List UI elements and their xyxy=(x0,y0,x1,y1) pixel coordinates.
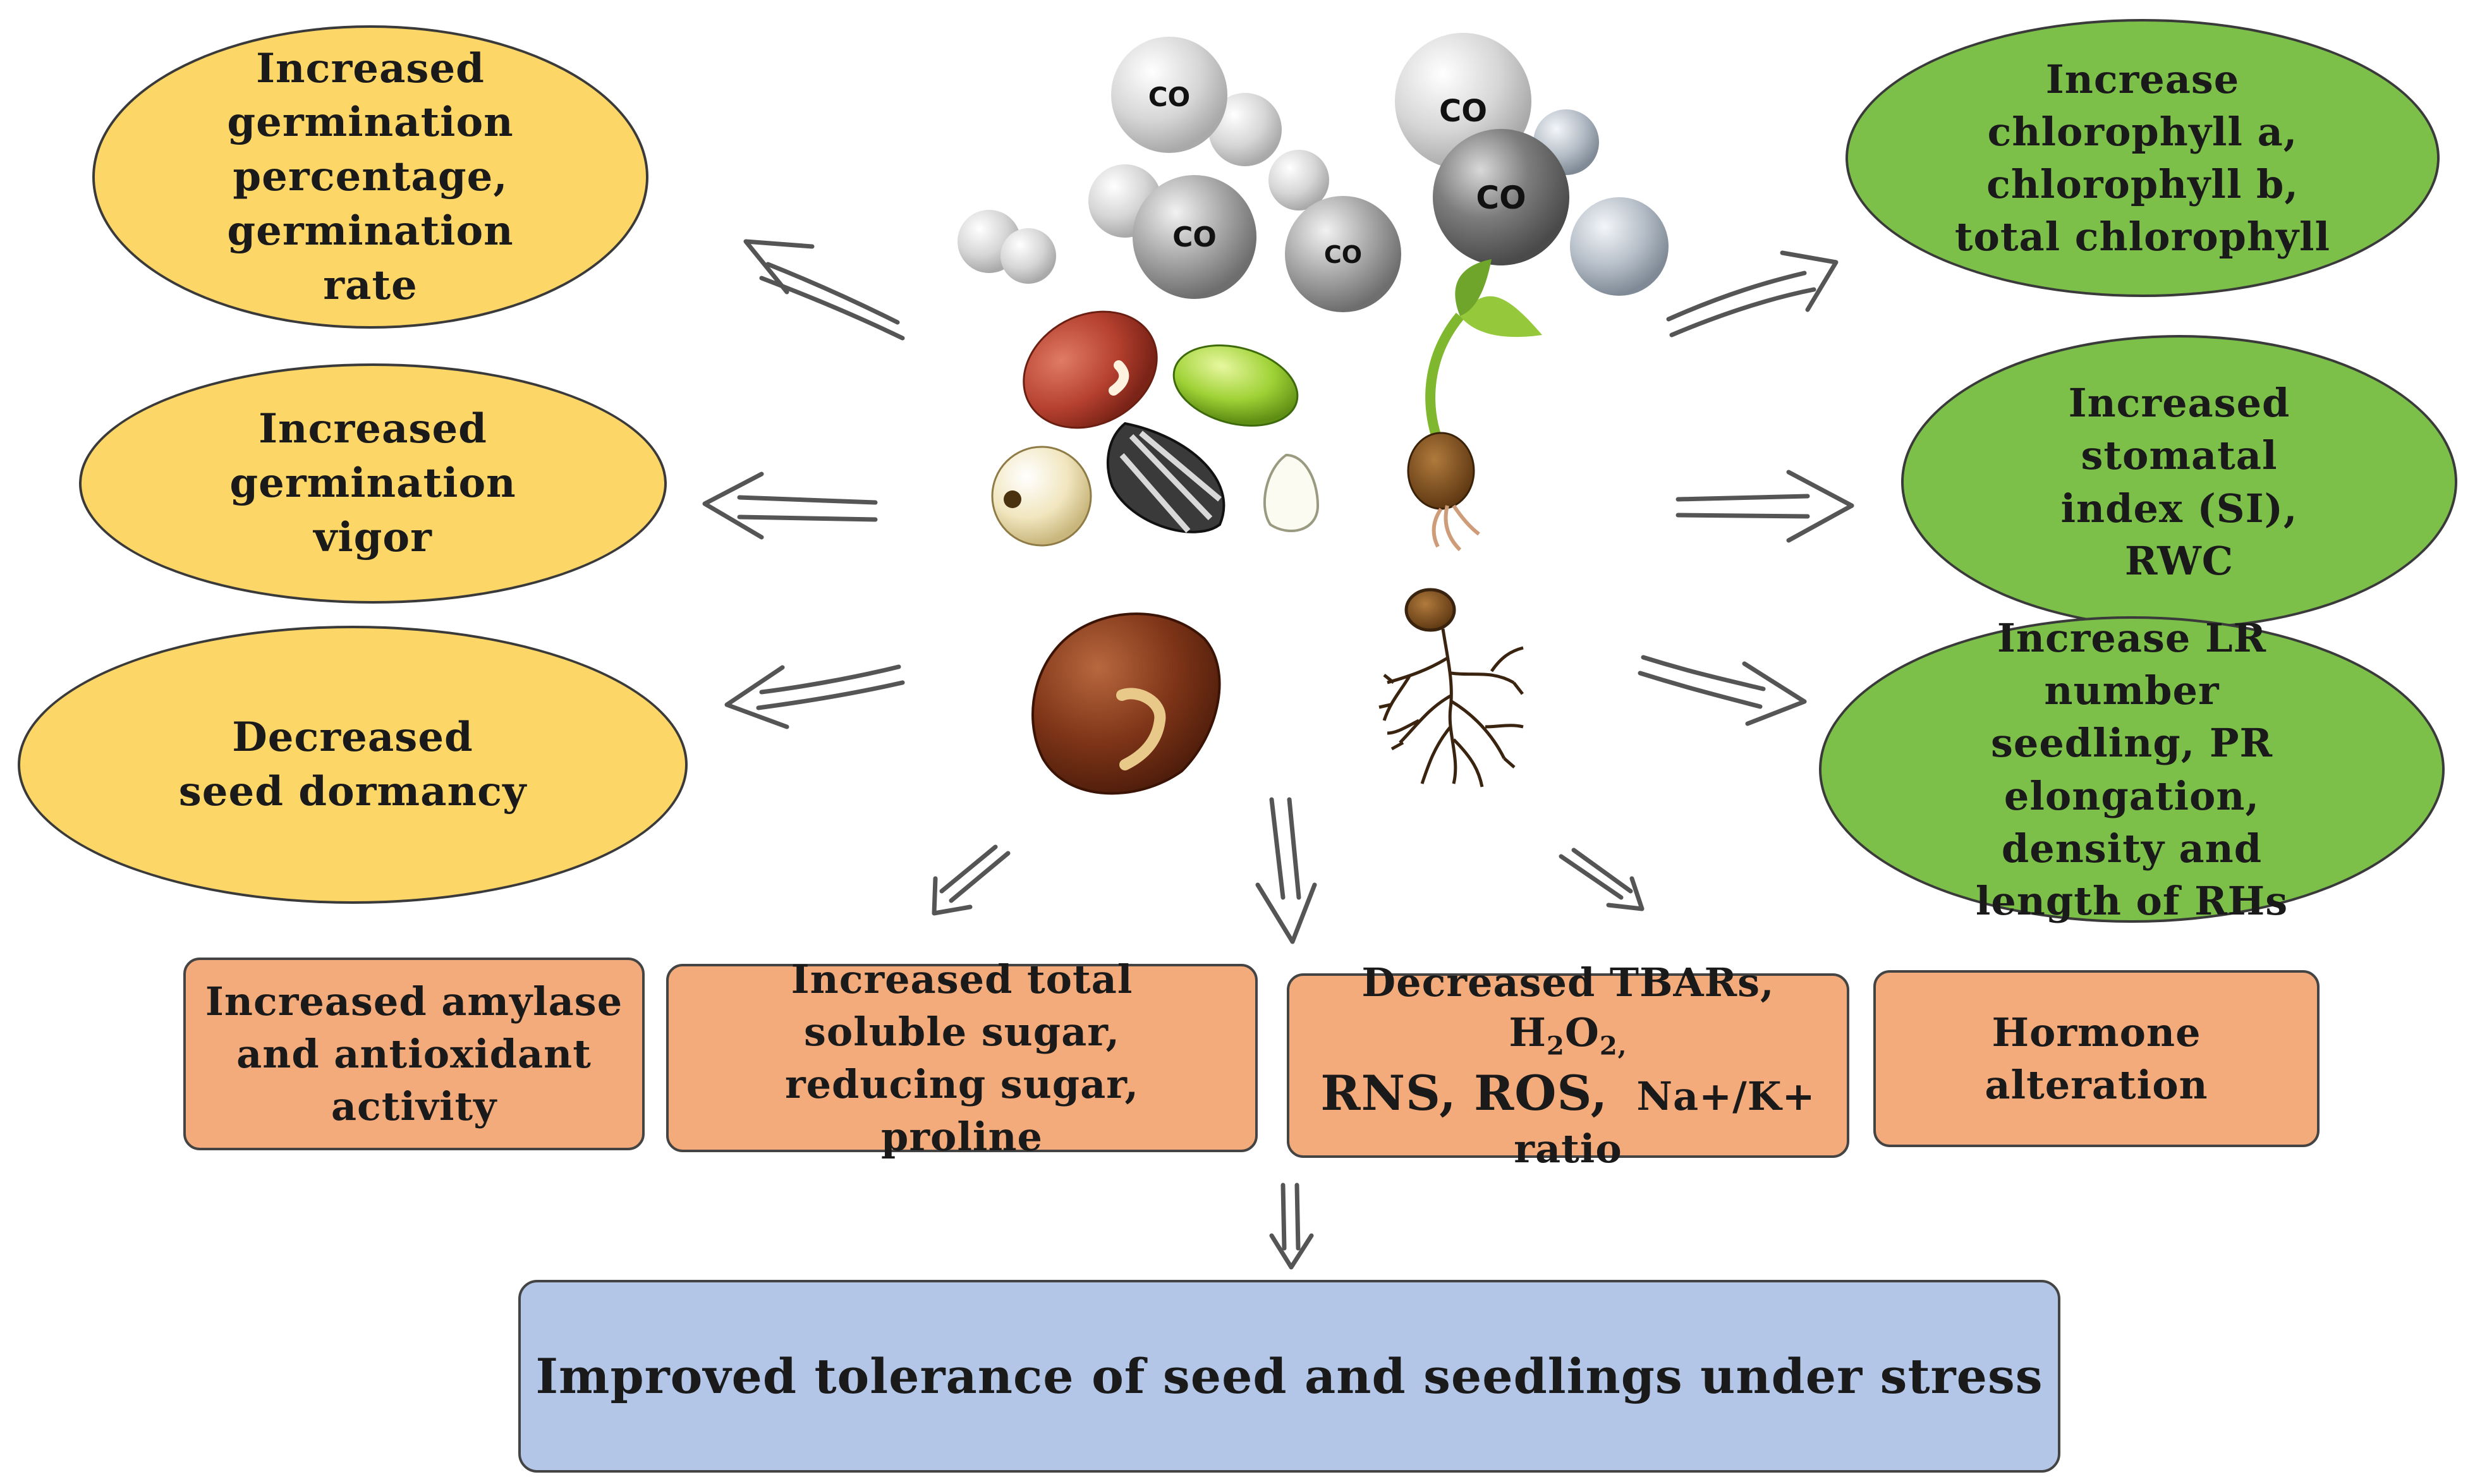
effect-root-development: Increase LR number seedling, PR elongati… xyxy=(1819,615,2445,924)
effect-chlorophyll: Increase chlorophyll a, chlorophyll b, t… xyxy=(1846,19,2440,297)
effect-germination-vigor: Increased germination vigor xyxy=(79,363,667,604)
biochem-amylase-antioxidant: Increased amylase and antioxidant activi… xyxy=(183,958,645,1150)
svg-text:CO: CO xyxy=(1172,221,1217,253)
effect-label: Increased germination vigor xyxy=(229,405,516,561)
biochem-label: Increased amylase and antioxidant activi… xyxy=(205,978,623,1130)
effect-germination-percentage: Increased germination percentage, germin… xyxy=(92,25,648,329)
arrow-icon xyxy=(702,239,1854,1270)
svg-text:CO: CO xyxy=(1439,94,1487,129)
effect-label: Increase LR number seedling, PR elongati… xyxy=(1975,615,2289,924)
effect-stomatal-index: Increased stomatal index (SI), RWC xyxy=(1901,335,2457,629)
outcome-box: Improved tolerance of seed and seedlings… xyxy=(518,1280,2060,1473)
biochem-line-3: ratio xyxy=(1514,1125,1622,1172)
effect-label: Increase chlorophyll a, chlorophyll b, t… xyxy=(1954,56,2331,260)
effect-label: Decreased seed dormancy xyxy=(178,714,527,815)
svg-text:CO: CO xyxy=(1324,241,1362,269)
effect-seed-dormancy: Decreased seed dormancy xyxy=(18,626,688,904)
biochem-oxidative-markers: Decreased TBARs, H2O2, RNS, ROS, Na+/K+ … xyxy=(1287,959,1849,1172)
svg-text:CO: CO xyxy=(1148,82,1191,113)
co-molecule-icon: CO CO CO CO CO xyxy=(958,33,1669,312)
biochem-hormone: Hormone alteration xyxy=(1873,970,2320,1147)
effect-label: Increased stomatal index (SI), RWC xyxy=(2060,380,2298,584)
svg-text:CO: CO xyxy=(1476,179,1526,216)
biochem-line-2: RNS, ROS, Na+/K+ xyxy=(1320,1064,1816,1121)
rooted-seedling-icon xyxy=(1378,588,1524,788)
germinating-bean-icon xyxy=(1031,612,1221,795)
outcome-label: Improved tolerance of seed and seedlings… xyxy=(535,1347,2043,1404)
seeds-icon xyxy=(991,310,1320,547)
biochem-label: Increased total soluble sugar, reducing … xyxy=(784,956,1140,1160)
biochem-label: Decreased TBARs, H2O2, RNS, ROS, Na+/K+ … xyxy=(1296,958,1840,1174)
biochem-label: Hormone alteration xyxy=(1985,1009,2208,1108)
biochem-sugar-proline: Increased total soluble sugar, reducing … xyxy=(666,956,1258,1160)
biochem-line-1: Decreased TBARs, H2O2, xyxy=(1361,959,1775,1061)
effect-label: Increased germination percentage, germin… xyxy=(227,44,514,309)
sprouting-seed-icon xyxy=(1407,259,1542,552)
